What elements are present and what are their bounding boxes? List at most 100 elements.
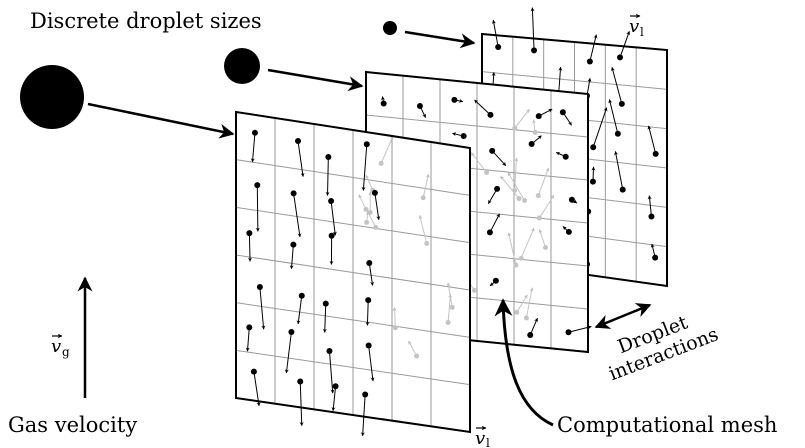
- droplet-velocity-arrow: [589, 34, 598, 62]
- droplet-velocity-arrow: [330, 200, 337, 236]
- droplet-velocity-arrow: [247, 233, 252, 262]
- ghost-velocity-arrow: [514, 108, 530, 129]
- ghost-velocity-arrow: [380, 135, 394, 164]
- grid-line: [235, 159, 471, 196]
- grid-line: [365, 114, 589, 138]
- droplet-velocity-arrow: [562, 111, 572, 126]
- ghost-velocity-arrow: [507, 172, 525, 201]
- droplet-velocity-arrow: [368, 345, 375, 382]
- droplet-velocity-arrow: [474, 99, 491, 116]
- panel-border: [235, 110, 471, 434]
- ghost-velocity-arrow: [520, 227, 535, 259]
- droplet-velocity-arrow: [259, 286, 266, 330]
- droplet-velocity-arrow: [365, 300, 370, 326]
- droplet-velocity-arrow: [562, 226, 570, 233]
- droplet-velocity-arrow: [419, 105, 427, 118]
- ghost-velocity-arrow: [392, 307, 397, 328]
- droplet-velocity-arrow: [558, 66, 563, 94]
- droplet-velocity-arrow: [322, 303, 327, 333]
- droplet-velocity-arrow: [491, 150, 507, 167]
- small-droplet: [383, 21, 397, 35]
- droplet-velocity-arrow: [245, 327, 250, 352]
- droplet-velocity-arrow: [328, 350, 335, 394]
- small-droplet-arrow: [404, 30, 476, 49]
- svg-text:l: l: [640, 25, 644, 39]
- droplet-velocity-arrow: [361, 144, 368, 191]
- droplet-velocity-arrow: [611, 66, 623, 105]
- ghost-velocity-arrow: [531, 119, 536, 133]
- ghost-velocity-arrow: [516, 294, 528, 313]
- droplet-interactions-arrow: [594, 303, 652, 329]
- svg-text:v: v: [51, 336, 61, 357]
- grid-line: [235, 349, 471, 386]
- droplet-velocity-arrow: [253, 371, 261, 407]
- ghost-velocity-arrow: [418, 215, 428, 244]
- medium-droplet-arrow: [267, 68, 364, 92]
- droplet-velocity-arrow: [284, 331, 292, 374]
- droplet-velocity-arrow: [608, 99, 619, 134]
- computational-mesh-pointer: [494, 298, 554, 427]
- droplet-velocity-arrow: [592, 107, 608, 148]
- ghost-velocity-arrow: [422, 173, 430, 198]
- droplet-velocity-arrow: [530, 7, 535, 51]
- svg-text:g: g: [62, 345, 70, 359]
- svg-text:v: v: [475, 428, 485, 448]
- ghost-velocity-arrow: [500, 175, 520, 199]
- droplet-velocity-arrow: [325, 156, 330, 196]
- droplet-velocity-arrow: [650, 243, 656, 258]
- ghost-velocity-arrow: [365, 174, 374, 191]
- grid-line: [235, 302, 471, 338]
- ghost-velocity-arrow: [358, 194, 367, 210]
- ghost-velocity-arrow: [408, 340, 418, 357]
- grid-line: [481, 71, 668, 90]
- grid-line: [235, 206, 471, 244]
- droplet-velocity-arrow: [647, 125, 657, 154]
- grid-line: [235, 254, 471, 291]
- ghost-velocity-arrow: [537, 167, 550, 196]
- ghost-velocity-arrow: [538, 229, 546, 248]
- ghost-velocity-arrow: [446, 282, 453, 308]
- droplet-velocity-arrow: [538, 108, 553, 117]
- ghost-velocity-arrow: [366, 210, 377, 228]
- droplet-velocity-arrow: [614, 151, 624, 190]
- droplet-velocity-arrow: [454, 98, 464, 103]
- droplet-velocity-arrow: [297, 140, 305, 177]
- liquid-velocity-symbol-bottom: v l: [475, 425, 490, 448]
- droplet-velocity-arrow: [452, 132, 464, 137]
- medium-droplet: [224, 48, 260, 84]
- svg-text:l: l: [486, 436, 490, 448]
- svg-text:v: v: [629, 16, 639, 37]
- ghost-velocity-arrow: [470, 152, 487, 173]
- ghost-velocity-arrow: [507, 232, 517, 266]
- droplet-velocity-arrow: [555, 151, 566, 158]
- droplet-velocity-arrow: [374, 192, 381, 221]
- ghost-velocity-arrow: [525, 287, 534, 319]
- droplet-velocity-arrow: [289, 244, 294, 270]
- droplet-velocity-arrow: [491, 19, 499, 48]
- droplet-velocity-arrow: [571, 199, 578, 204]
- droplet-velocity-arrow: [647, 195, 652, 217]
- droplet-velocity-arrow: [619, 30, 631, 58]
- droplet-interactions-label: Droplet interactions: [606, 311, 722, 385]
- droplet-velocity-arrow: [487, 188, 498, 204]
- droplet-velocity-arrow: [591, 166, 596, 182]
- droplet-velocity-arrow: [250, 132, 256, 163]
- ghost-velocity-arrow: [447, 293, 453, 323]
- gas-velocity-symbol: v g: [51, 333, 70, 359]
- droplet-dot: [586, 58, 593, 65]
- computational-mesh-label: Computational mesh: [557, 413, 777, 437]
- droplet-velocity-arrow: [331, 386, 337, 412]
- droplet-sizes-label: Discrete droplet sizes: [30, 9, 262, 33]
- large-droplet-arrow: [87, 102, 235, 139]
- droplet-velocity-arrow: [381, 96, 386, 104]
- liquid-velocity-symbol-top: v l: [629, 13, 644, 39]
- droplet-velocity-arrow: [255, 185, 260, 232]
- ghost-velocity-arrow: [538, 194, 555, 219]
- droplet-velocity-arrow: [293, 193, 302, 238]
- droplet-velocity-arrow: [368, 262, 375, 286]
- droplet-velocity-arrow: [531, 135, 542, 145]
- droplet-velocity-arrow: [529, 317, 538, 336]
- large-droplet: [20, 65, 84, 129]
